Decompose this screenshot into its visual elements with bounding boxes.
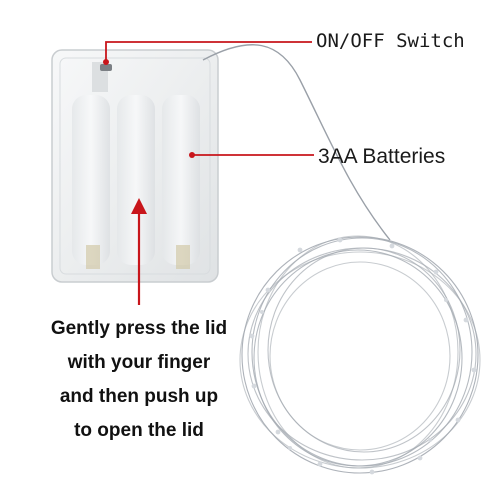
light-coil <box>239 235 481 474</box>
battery-cell <box>72 95 110 265</box>
up-arrow-icon <box>131 198 147 305</box>
switch-label: ON/OFF Switch <box>316 30 465 52</box>
instruction-line: with your finger <box>67 352 211 373</box>
battery-cell <box>162 95 200 265</box>
lid-instructions: Gently press the lid with your finger an… <box>0 312 278 448</box>
switch-callout <box>103 41 312 65</box>
battery-case <box>51 49 219 283</box>
instruction-line: and then push up <box>59 386 219 407</box>
battery-cell <box>117 95 155 265</box>
batteries-label: 3AA Batteries <box>318 145 446 168</box>
copper-wire <box>202 44 391 241</box>
instruction-line: Gently press the lid <box>50 318 228 339</box>
instruction-line: to open the lid <box>74 420 204 441</box>
switch-nub <box>100 64 112 71</box>
led-beads <box>249 237 477 475</box>
batteries-callout <box>189 152 314 158</box>
